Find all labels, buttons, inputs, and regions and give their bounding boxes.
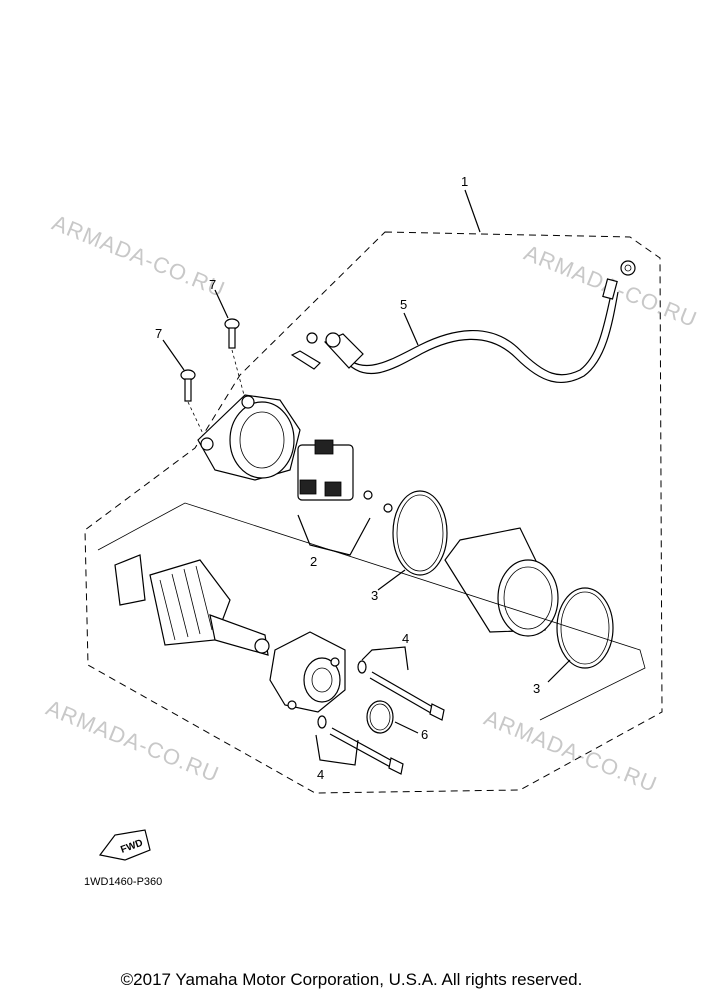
callout-4-upper: 4 <box>402 631 409 646</box>
callout-7-upper: 7 <box>209 277 216 292</box>
callout-7-upper-leader <box>214 289 229 319</box>
callout-3-lower-leader <box>547 659 571 683</box>
armature <box>114 554 270 656</box>
rear-cover <box>197 394 301 481</box>
bolt-7-lower <box>180 369 206 439</box>
bolt-4-lower <box>317 715 404 775</box>
callout-2: 2 <box>310 554 317 569</box>
callout-3-lower: 3 <box>533 681 540 696</box>
o-ring-3-upper <box>392 490 448 576</box>
front-cover <box>269 631 346 713</box>
callout-4-lower-bracket <box>315 734 359 766</box>
callout-4-lower: 4 <box>317 767 324 782</box>
callout-1: 1 <box>461 174 468 189</box>
o-ring-3-lower <box>556 587 614 669</box>
o-ring-6 <box>366 700 394 734</box>
fwd-arrow: FWD <box>98 829 151 861</box>
part-code: 1WD1460-P360 <box>84 876 163 888</box>
callout-5-leader <box>403 312 419 346</box>
bolt-4-upper <box>357 660 445 721</box>
yoke <box>444 527 559 637</box>
callout-6: 6 <box>421 727 428 742</box>
callout-2-bracket <box>297 514 371 556</box>
callout-3-upper-leader <box>377 569 406 591</box>
callout-7-lower: 7 <box>155 326 162 341</box>
starter-cable <box>290 260 636 383</box>
assembly-boundary <box>84 231 663 794</box>
callout-5: 5 <box>400 297 407 312</box>
callout-6-leader <box>394 721 419 734</box>
brush-holder <box>297 439 393 513</box>
callout-7-lower-leader <box>162 339 185 371</box>
sub-assembly-line <box>97 502 646 721</box>
callout-3-upper: 3 <box>371 588 378 603</box>
callout-4-upper-bracket <box>361 646 409 671</box>
callout-1-leader <box>464 189 481 233</box>
copyright-notice: ©2017 Yamaha Motor Corporation, U.S.A. A… <box>120 970 583 989</box>
bolt-7-upper <box>224 318 245 396</box>
